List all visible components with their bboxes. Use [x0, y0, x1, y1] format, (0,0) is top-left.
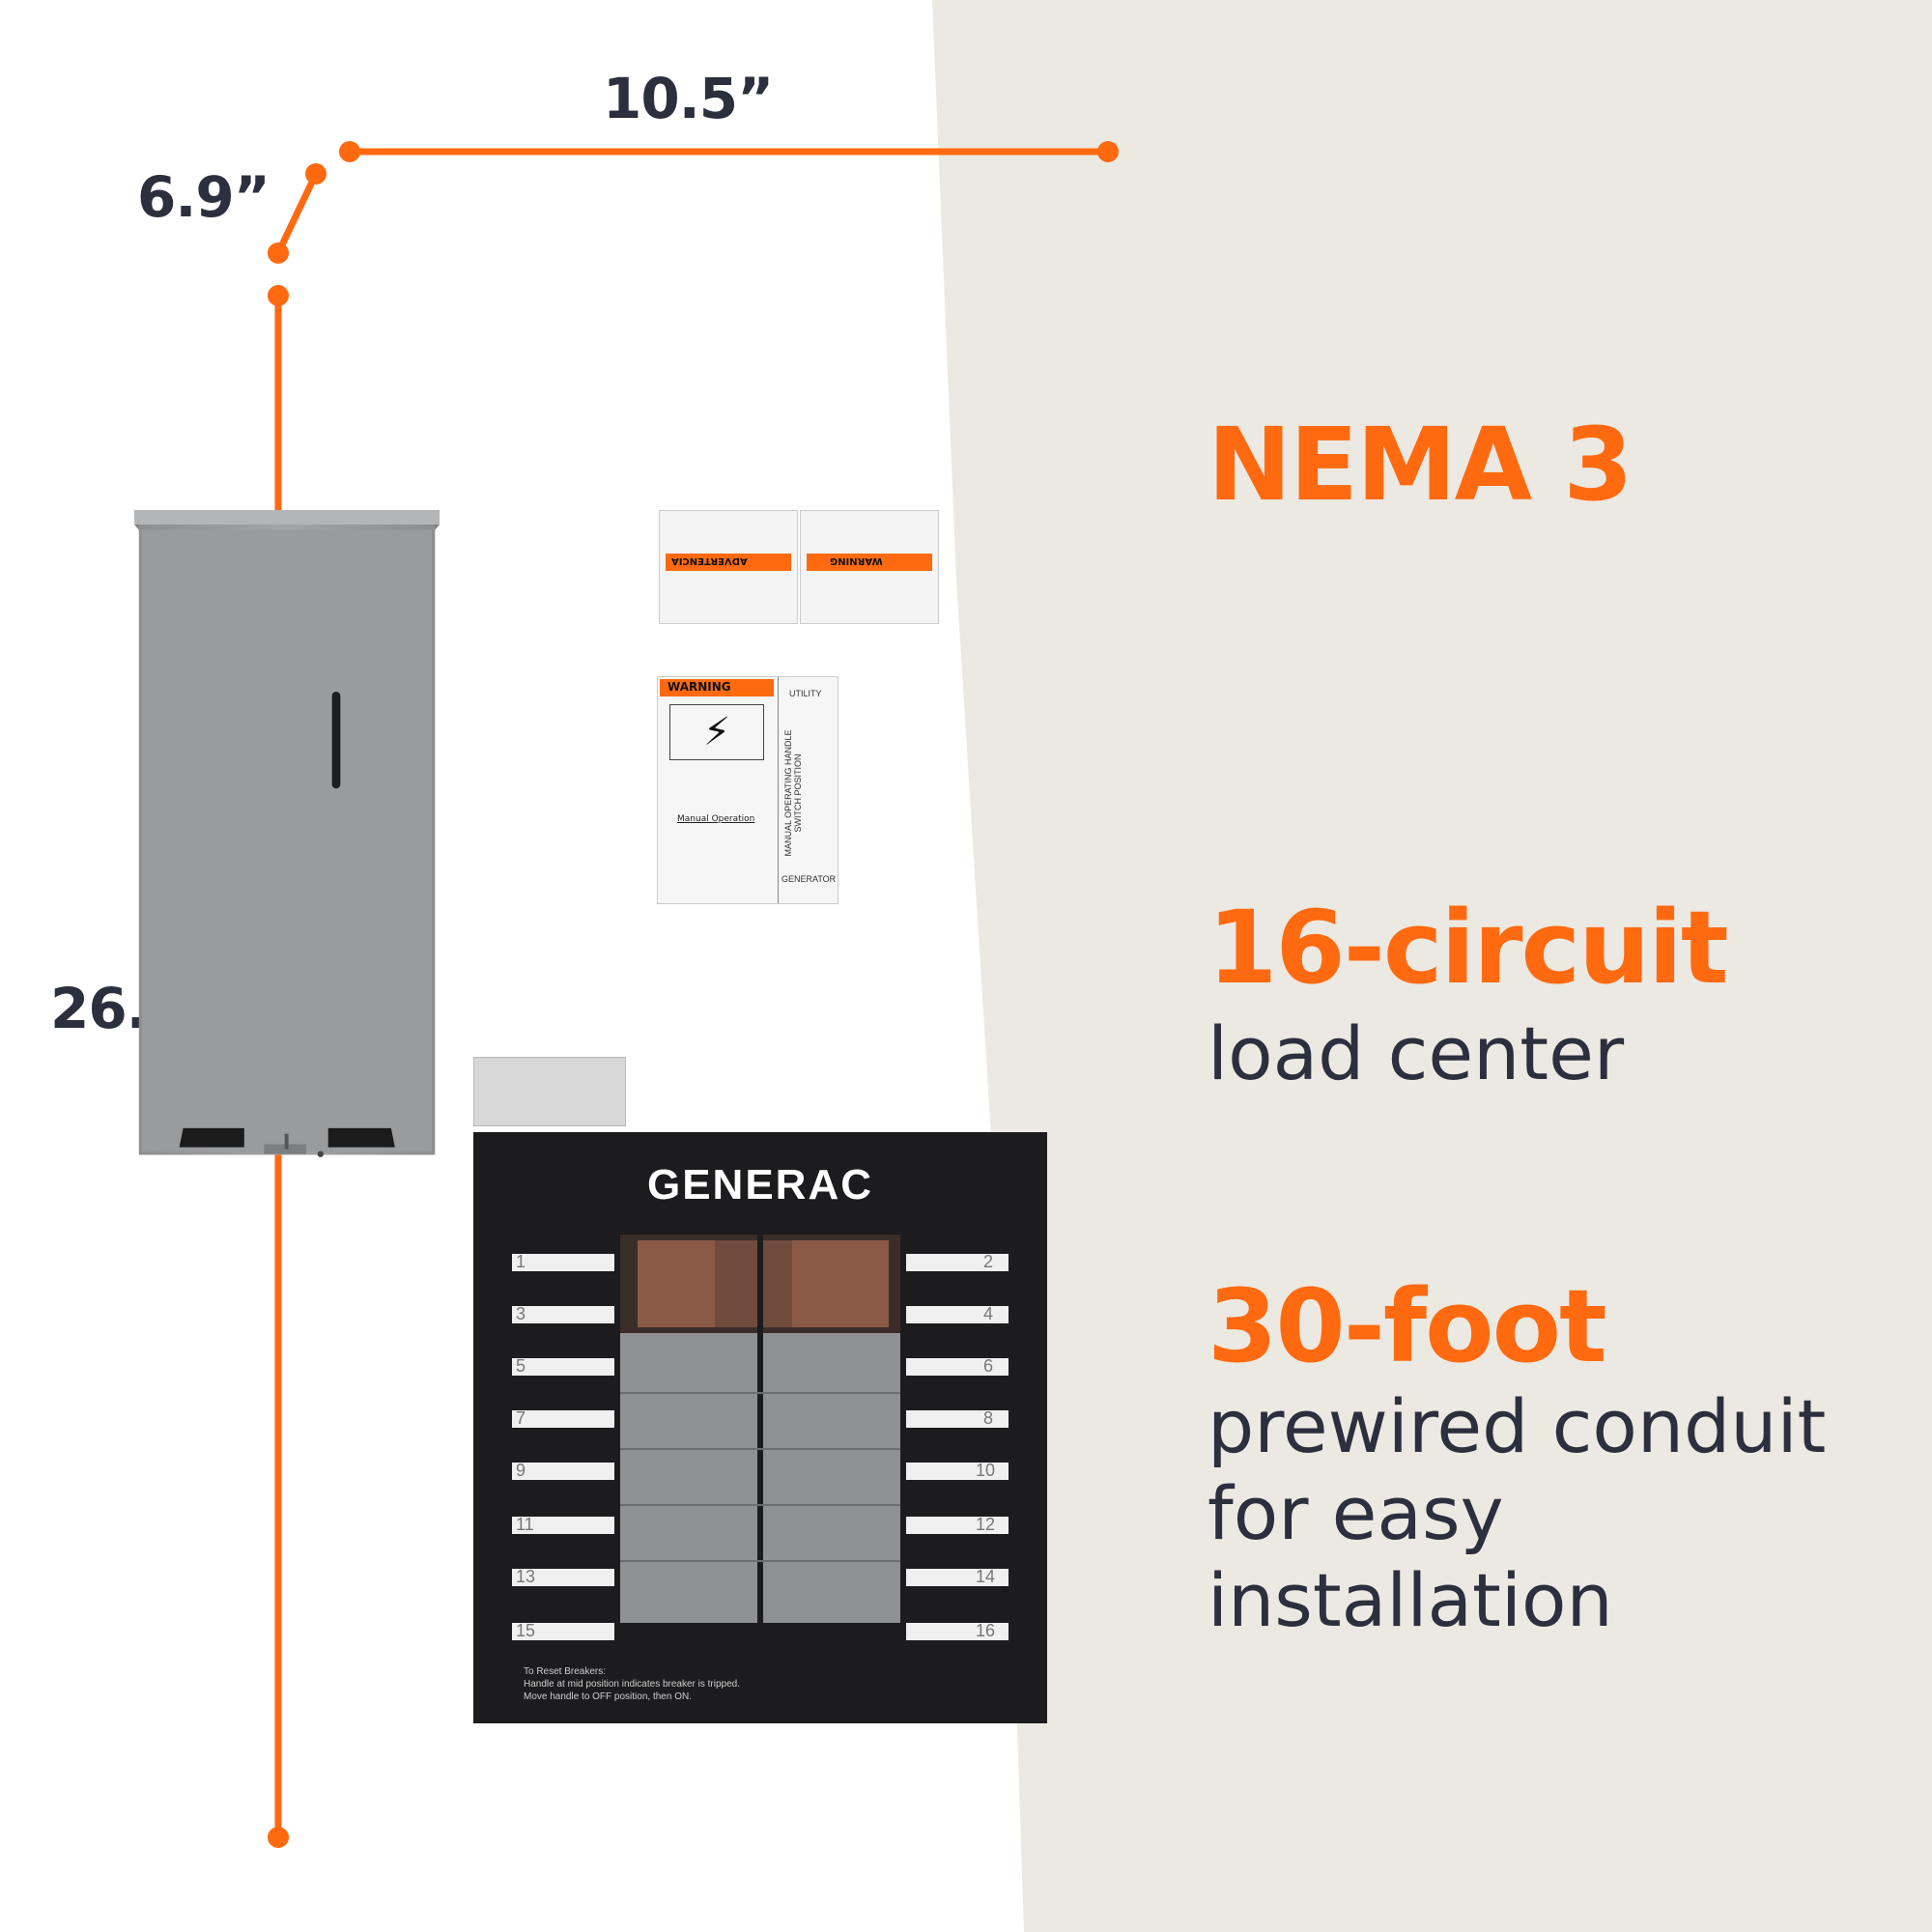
feature-conduit-detail-1: prewired conduit: [1208, 1383, 1827, 1469]
generator-position-label: GENERATOR: [781, 874, 837, 884]
circuit-number: 14: [976, 1567, 996, 1586]
width-dimension: 10.5”: [603, 66, 774, 131]
circuit-number: 4: [983, 1304, 994, 1323]
reset-title: To Reset Breakers:: [524, 1666, 607, 1677]
advertencia-text: ADVERTENCIA: [671, 555, 748, 566]
circuit-number: 8: [983, 1408, 994, 1428]
circuit-number: 13: [516, 1567, 536, 1586]
feature-conduit-headline: 30-foot: [1208, 1267, 1607, 1385]
circuit-number: 1: [516, 1252, 526, 1271]
feature-circuit-headline: 16-circuit: [1208, 889, 1729, 1007]
warning-heading: WARNING: [668, 680, 731, 694]
brand-logo: GENERAC: [646, 1161, 874, 1208]
reset-instructions: To Reset Breakers: Handle at mid positio…: [524, 1665, 740, 1703]
feature-circuit-detail: load center: [1208, 1010, 1625, 1096]
breaker-panel-cover: GENERAC: [473, 1132, 1047, 1723]
circuit-number: 9: [516, 1461, 526, 1480]
circuit-number: 6: [983, 1356, 994, 1376]
warning-label-spanish: ADVERTENCIA: [659, 510, 798, 624]
circuit-number: 7: [516, 1408, 526, 1428]
notice-label: [473, 1057, 626, 1126]
circuit-number: 3: [516, 1304, 526, 1323]
utility-position-label: UTILITY: [789, 689, 822, 698]
feature-nema-headline: NEMA 3: [1208, 406, 1634, 524]
circuit-number: 11: [516, 1515, 534, 1534]
shock-icon: ⚡: [669, 704, 764, 760]
reset-line-2: Move handle to OFF position, then ON.: [524, 1691, 692, 1702]
manual-operation-title: Manual Operation: [677, 814, 755, 824]
circuit-number: 16: [976, 1621, 996, 1640]
feature-conduit-detail-3: installation: [1208, 1557, 1613, 1643]
circuit-number: 10: [976, 1461, 996, 1480]
circuit-number: 2: [983, 1252, 994, 1271]
circuit-number: 12: [976, 1515, 996, 1534]
feature-conduit-detail-2: for easy: [1208, 1470, 1504, 1556]
circuit-number: 15: [516, 1621, 536, 1640]
transfer-switch-enclosure: [134, 509, 440, 1157]
reset-line-1: Handle at mid position indicates breaker…: [524, 1679, 741, 1690]
warning-label-english: WARNING: [800, 510, 939, 624]
switch-position-label: MANUAL OPERATING HANDLE SWITCH POSITION: [783, 729, 803, 857]
manual-operation-label: WARNING ⚡ Manual Operation UTILITY MANUA…: [657, 676, 838, 904]
circuit-number: 5: [516, 1356, 526, 1376]
warning-text-small: WARNING: [830, 555, 883, 566]
depth-dimension: 6.9”: [137, 164, 270, 230]
